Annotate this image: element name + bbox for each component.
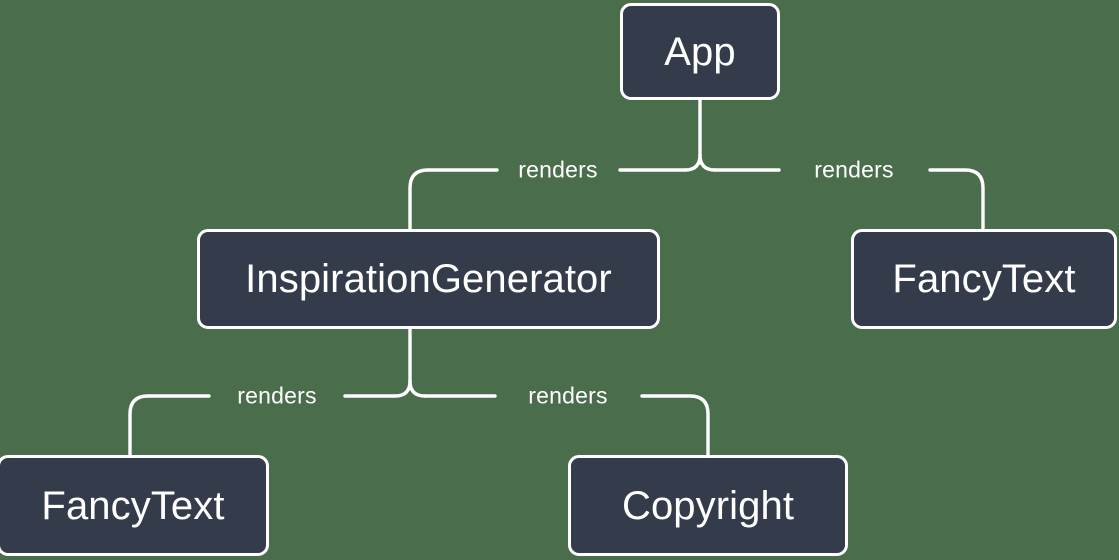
edge-app-split-right xyxy=(698,153,717,172)
edge-inspiration-split-right xyxy=(408,379,427,398)
edge-label-app-fancytext: renders xyxy=(814,156,894,183)
edge-label-inspiration-copyright: renders xyxy=(528,382,608,409)
node-app[interactable]: App xyxy=(620,3,780,100)
node-copyright[interactable]: Copyright xyxy=(568,455,848,556)
edge-inspiration-split-left xyxy=(393,379,412,398)
edge-inspiration-copyright-seg-right xyxy=(640,394,710,457)
node-fancytext-right-label: FancyText xyxy=(892,257,1076,301)
node-inspiration-generator[interactable]: InspirationGenerator xyxy=(197,229,660,329)
edge-inspiration-fancytext-seg-left xyxy=(128,394,211,457)
node-inspiration-generator-label: InspirationGenerator xyxy=(245,257,612,301)
edge-app-inspiration-seg-left xyxy=(408,168,499,231)
edge-app-split-left xyxy=(683,153,702,172)
node-fancytext-right[interactable]: FancyText xyxy=(851,229,1117,329)
edge-app-fancytext-seg-right xyxy=(928,168,985,231)
edge-label-inspiration-fancytext: renders xyxy=(237,382,317,409)
node-copyright-label: Copyright xyxy=(621,483,795,528)
node-fancytext-bottom-left[interactable]: FancyText xyxy=(0,455,269,556)
node-app-label: App xyxy=(664,29,736,74)
node-fancytext-bottom-left-label: FancyText xyxy=(41,483,225,528)
edge-label-app-inspiration: renders xyxy=(518,156,598,183)
